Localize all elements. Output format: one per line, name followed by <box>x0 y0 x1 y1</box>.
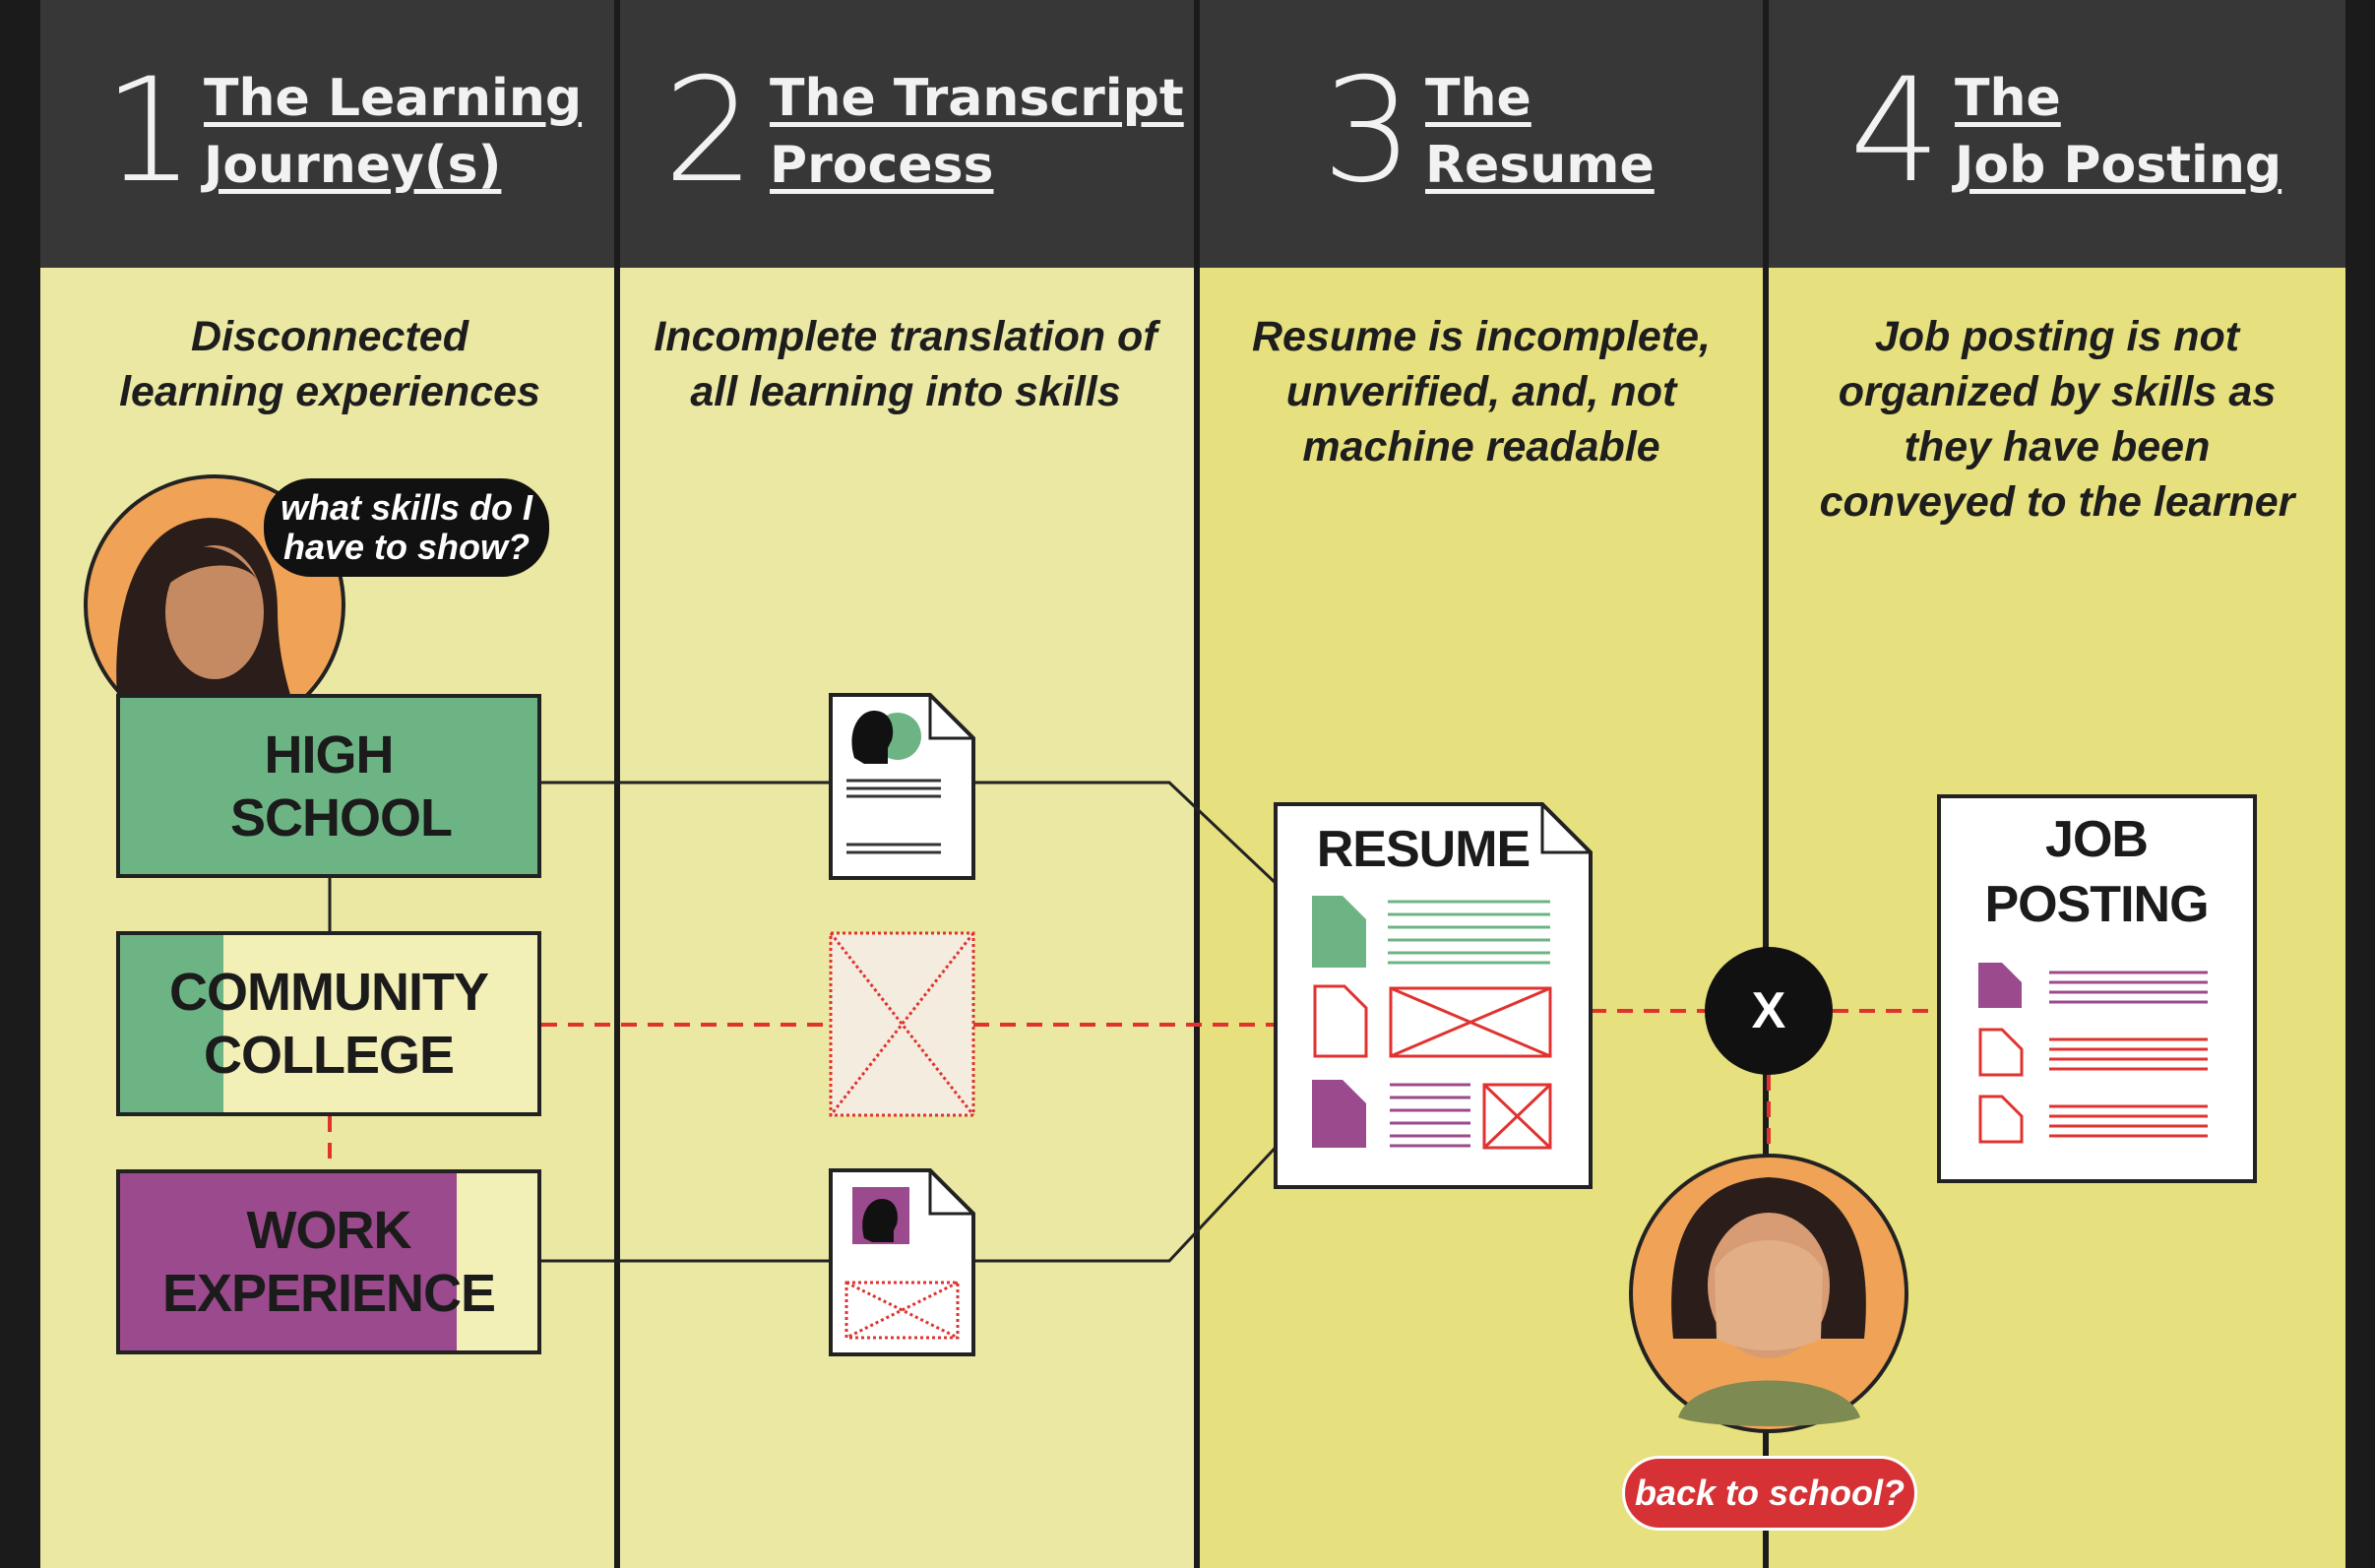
step-title: The Resume <box>1425 65 1655 199</box>
job-posting-document <box>1937 794 2257 1183</box>
step-title: The Job Posting <box>1955 65 2281 199</box>
column-2-description: Incomplete translation of all learning i… <box>654 313 1157 415</box>
step-title-line2: Process <box>770 136 994 195</box>
step-title-line1: The Learning <box>204 69 583 128</box>
frustrated-person-avatar <box>1629 1154 1908 1433</box>
step-title-line1: The <box>1425 69 1531 128</box>
resume-label: RESUME <box>1316 821 1531 878</box>
header-column-3: 3 The Resume <box>1200 0 1763 268</box>
work-experience-label: WORK EXPERIENCE <box>161 1201 496 1323</box>
step-title: The Learning Journey(s) <box>204 65 582 199</box>
step-title-line1: The Transcript <box>770 69 1184 128</box>
resume-document <box>1274 802 1593 1189</box>
high-school-label: HIGH SCHOOL <box>230 724 453 847</box>
job-posting-label: JOB POSTING <box>1984 811 2209 933</box>
back-to-school-badge: back to school? <box>1622 1456 1917 1531</box>
x-blocker-icon: X <box>1705 947 1833 1075</box>
step-title: The Transcript Process <box>770 65 1184 199</box>
header-column-1: 1 The Learning Journey(s) <box>40 0 614 268</box>
column-4-description: Job posting is not organized by skills a… <box>1819 313 2295 526</box>
step-number: 2 <box>663 47 755 215</box>
step-number: 4 <box>1849 47 1941 215</box>
high-school-box: HIGH SCHOOL <box>116 694 541 878</box>
connector-transcript-to-resume-top <box>973 781 1317 922</box>
work-transcript-document-icon <box>829 1168 975 1356</box>
header-column-4: 4 The Job Posting <box>1769 0 2345 268</box>
step-title-line2: Resume <box>1425 136 1655 195</box>
transcript-document-icon <box>829 693 975 880</box>
community-college-box: COMMUNITY COLLEGE <box>116 931 541 1116</box>
missing-transcript-placeholder <box>829 931 975 1117</box>
step-title-line1: The <box>1955 69 2061 128</box>
step-number: 3 <box>1322 47 1413 215</box>
header-column-2: 2 The Transcript Process <box>620 0 1194 268</box>
community-college-label: COMMUNITY COLLEGE <box>169 963 489 1085</box>
column-1-description: Disconnected learning experiences <box>119 313 540 415</box>
work-experience-box: WORK EXPERIENCE <box>116 1169 541 1354</box>
speech-bubble: what skills do I have to show? <box>264 478 549 577</box>
step-title-line2: Journey(s) <box>204 136 502 195</box>
step-title-line2: Job Posting <box>1955 136 2282 195</box>
connector-transcript-to-resume-bottom <box>973 1120 1301 1263</box>
column-3-description: Resume is incomplete, unverified, and, n… <box>1252 313 1711 470</box>
step-number: 1 <box>103 47 195 215</box>
